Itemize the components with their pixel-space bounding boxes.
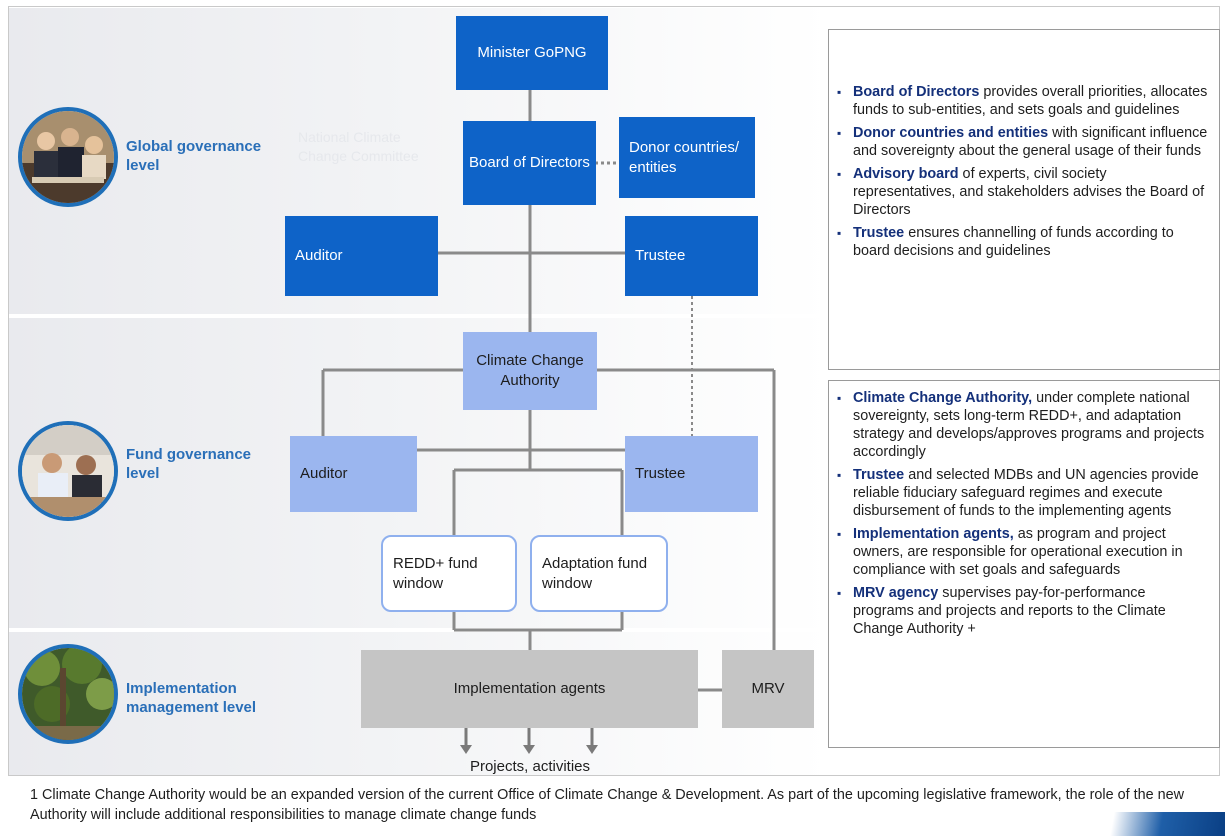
bullet-trustee-mdbs: Trustee and selected MDBs and UN agencie… (829, 466, 1209, 520)
connector-lines (321, 90, 776, 754)
climate-change-authority-node: Climate Change Authority (463, 332, 597, 410)
mrv-node: MRV (722, 650, 814, 728)
bullet-trustee: Trustee ensures channelling of funds acc… (829, 224, 1209, 260)
fund-level-label: Fund governance level (126, 446, 252, 482)
bullet-implementation-agents: Implementation agents, as program and pr… (829, 525, 1209, 579)
auditor-fund-node: Auditor (290, 436, 417, 512)
projects-activities-label: Projects, activities (469, 758, 591, 775)
auditor-top-node: Auditor (285, 216, 438, 296)
bullet-board: Board of Directors provides overall prio… (829, 83, 1209, 119)
global-level-photo (18, 107, 118, 207)
ghost-committee-text: National Climate Change Committee (298, 129, 419, 164)
minister-node: Minister GoPNG (456, 16, 608, 90)
donor-node: Donor countries/ entities (619, 117, 755, 198)
trustee-top-node: Trustee (625, 216, 758, 296)
fund-level-photo (18, 421, 118, 521)
board-node: Board of Directors (463, 121, 596, 205)
implementation-level-photo (18, 644, 118, 744)
bullet-cca: Climate Change Authority, under complete… (829, 389, 1209, 461)
implementation-level-label: Implementation management level (126, 680, 257, 716)
trustee-fund-node: Trustee (625, 436, 758, 512)
global-level-label: Global governance level (126, 138, 262, 174)
bullet-donor: Donor countries and entities with signif… (829, 124, 1209, 160)
top-description-panel: Board of Directors provides overall prio… (828, 29, 1220, 370)
bullet-advisory: Advisory board of experts, civil society… (829, 165, 1209, 219)
adaptation-fund-window-node: Adaptation fund window (530, 535, 668, 612)
bullet-mrv: MRV agency supervises pay-for-performanc… (829, 584, 1209, 638)
redd-fund-window-node: REDD+ fund window (381, 535, 517, 612)
bottom-description-panel: Climate Change Authority, under complete… (828, 380, 1220, 748)
footnote: 1 Climate Change Authority would be an e… (30, 787, 1185, 823)
implementation-agents-node: Implementation agents (361, 650, 698, 728)
corner-accent (1065, 812, 1225, 836)
